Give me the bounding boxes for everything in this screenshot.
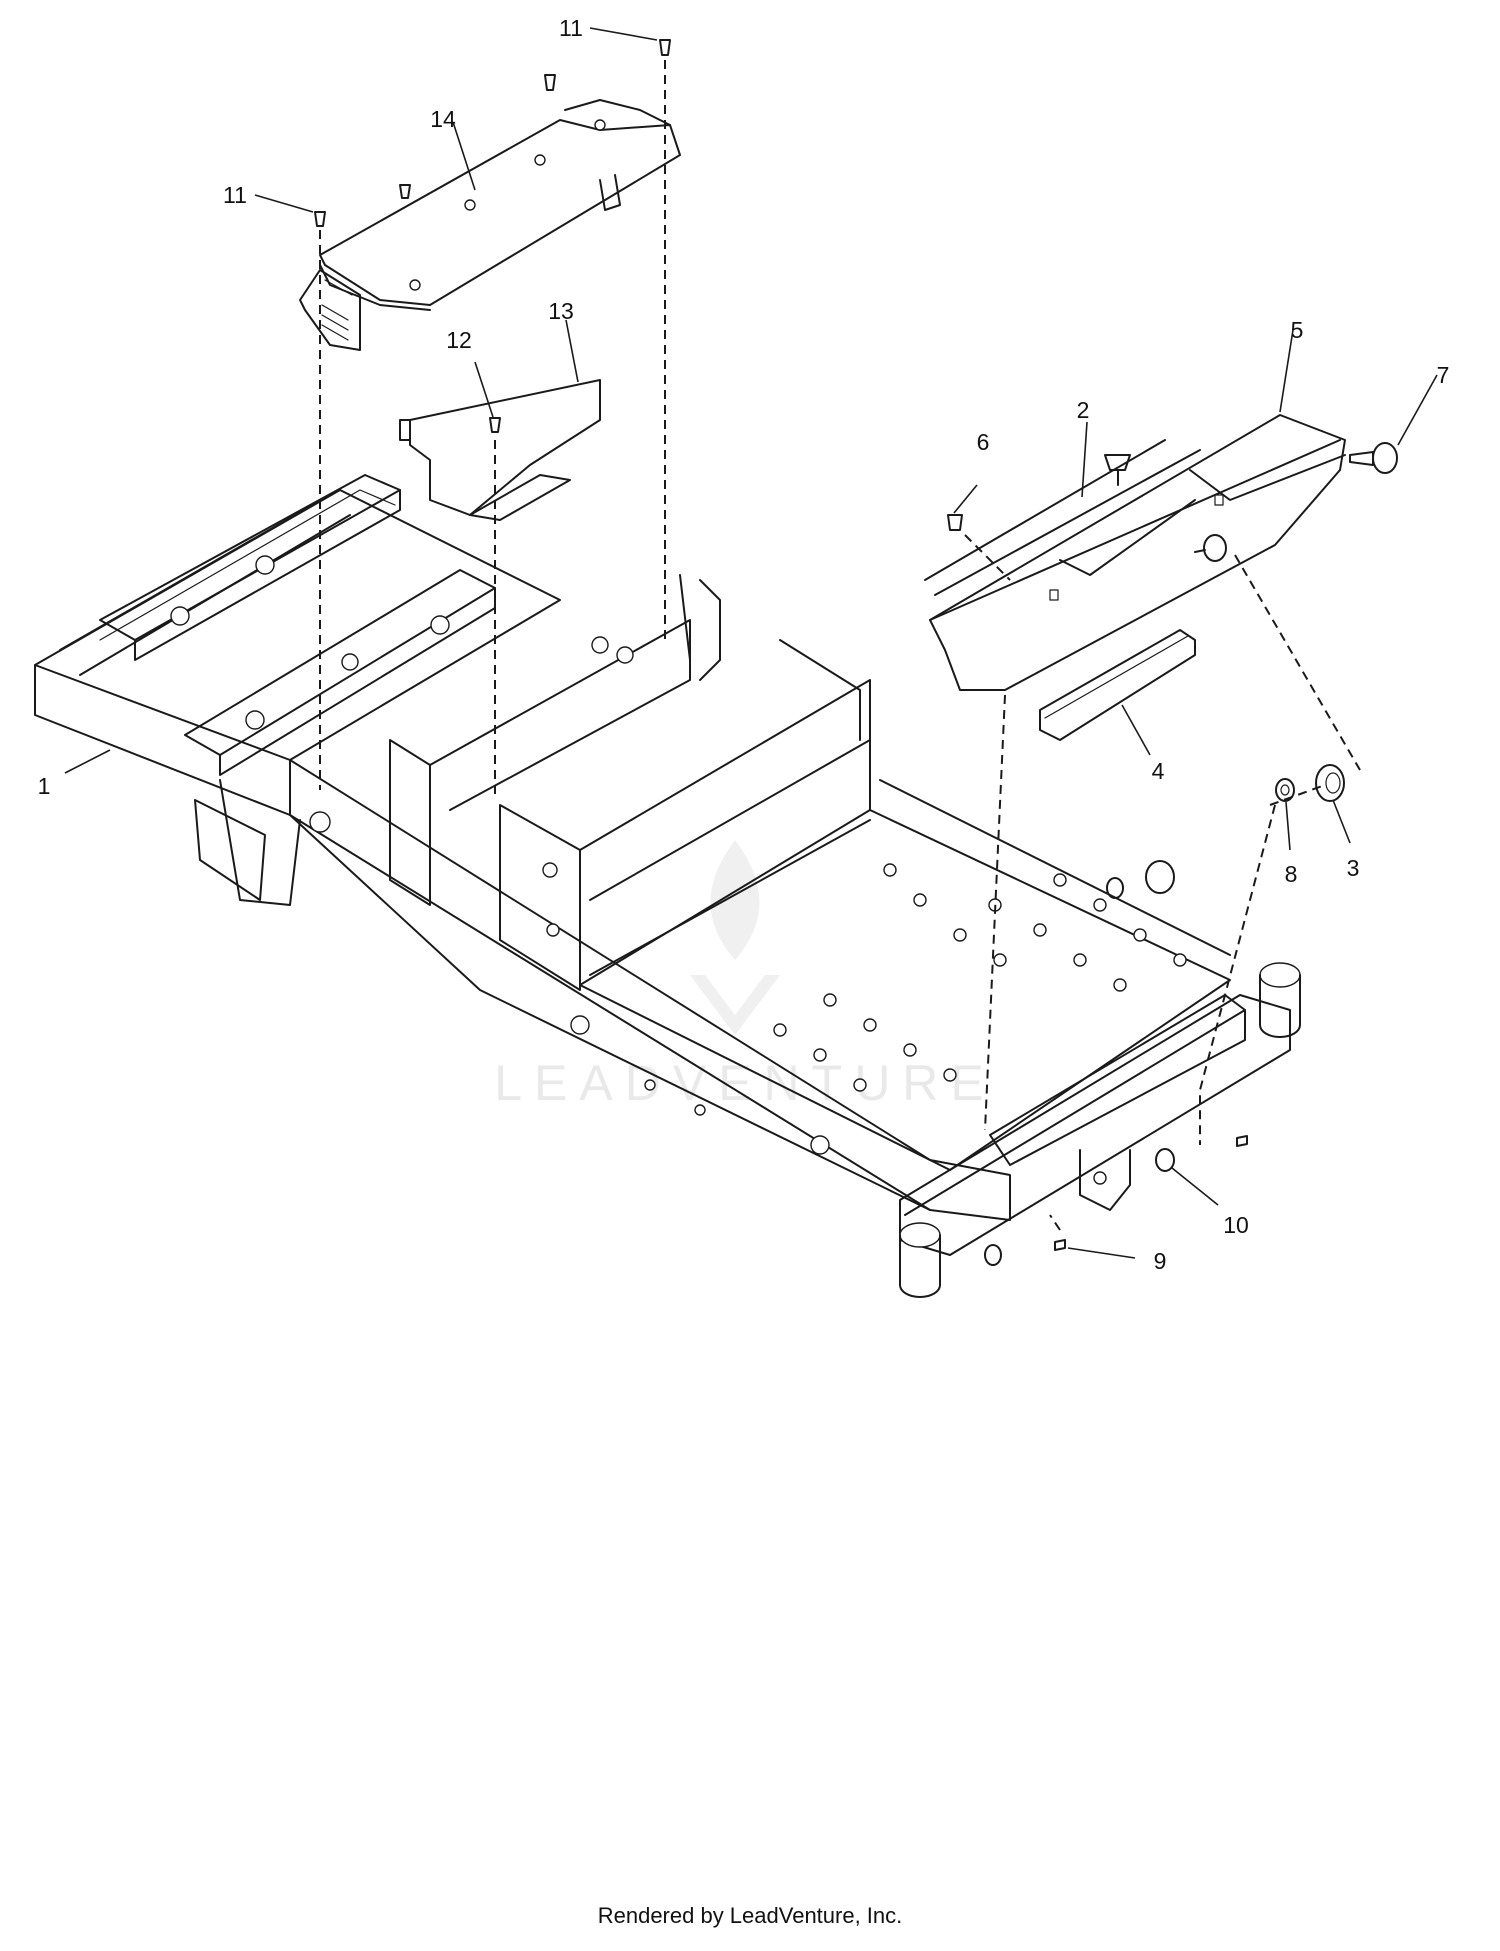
callout-10: 10 xyxy=(1223,1212,1249,1238)
part-5-panel xyxy=(929,414,1346,691)
callout-4: 4 xyxy=(1152,758,1165,784)
screw-12 xyxy=(489,417,501,433)
callout-1: 1 xyxy=(38,773,51,799)
watermark-text: LEADVENTURE xyxy=(494,1055,996,1111)
callout-11-left: 11 xyxy=(223,182,247,208)
screw-11-top xyxy=(659,39,671,56)
nut-8 xyxy=(1275,778,1295,802)
phantom-lines xyxy=(319,60,1361,1231)
callout-12: 12 xyxy=(446,327,472,353)
part-4 xyxy=(1039,629,1196,741)
floor-holes xyxy=(773,863,1187,1092)
bushing-3 xyxy=(1315,764,1345,802)
callout-7: 7 xyxy=(1437,362,1450,388)
callout-14: 13 xyxy=(548,298,574,324)
callout-6: 6 xyxy=(977,429,990,455)
leader-lines xyxy=(64,27,1438,1259)
knob-7 xyxy=(1372,442,1398,474)
hardware xyxy=(314,39,1398,1266)
callout-3: 3 xyxy=(1347,855,1360,881)
nut-10 xyxy=(1155,1148,1175,1172)
callout-11-top: 11 xyxy=(559,15,583,41)
part-13-plate xyxy=(299,99,681,351)
plate-slots xyxy=(321,279,353,341)
part-14-bracket xyxy=(399,379,601,521)
callout-2: 2 xyxy=(1077,397,1090,423)
screw-6 xyxy=(947,514,963,531)
part-1-main-frame xyxy=(34,474,1301,1298)
screw-11-left xyxy=(314,211,326,227)
screw-9 xyxy=(1054,1239,1066,1251)
callout-13: 14 xyxy=(430,106,456,132)
part-2 xyxy=(924,439,1201,596)
callouts: 11 11 14 12 13 1 2 6 5 7 4 3 8 10 9 xyxy=(38,15,1450,1274)
callout-8: 8 xyxy=(1285,861,1298,887)
callout-9: 9 xyxy=(1154,1248,1167,1274)
watermark: LEADVENTURE xyxy=(494,840,996,1111)
render-credit: Rendered by LeadVenture, Inc. xyxy=(597,1903,903,1928)
callout-5: 5 xyxy=(1291,317,1304,343)
